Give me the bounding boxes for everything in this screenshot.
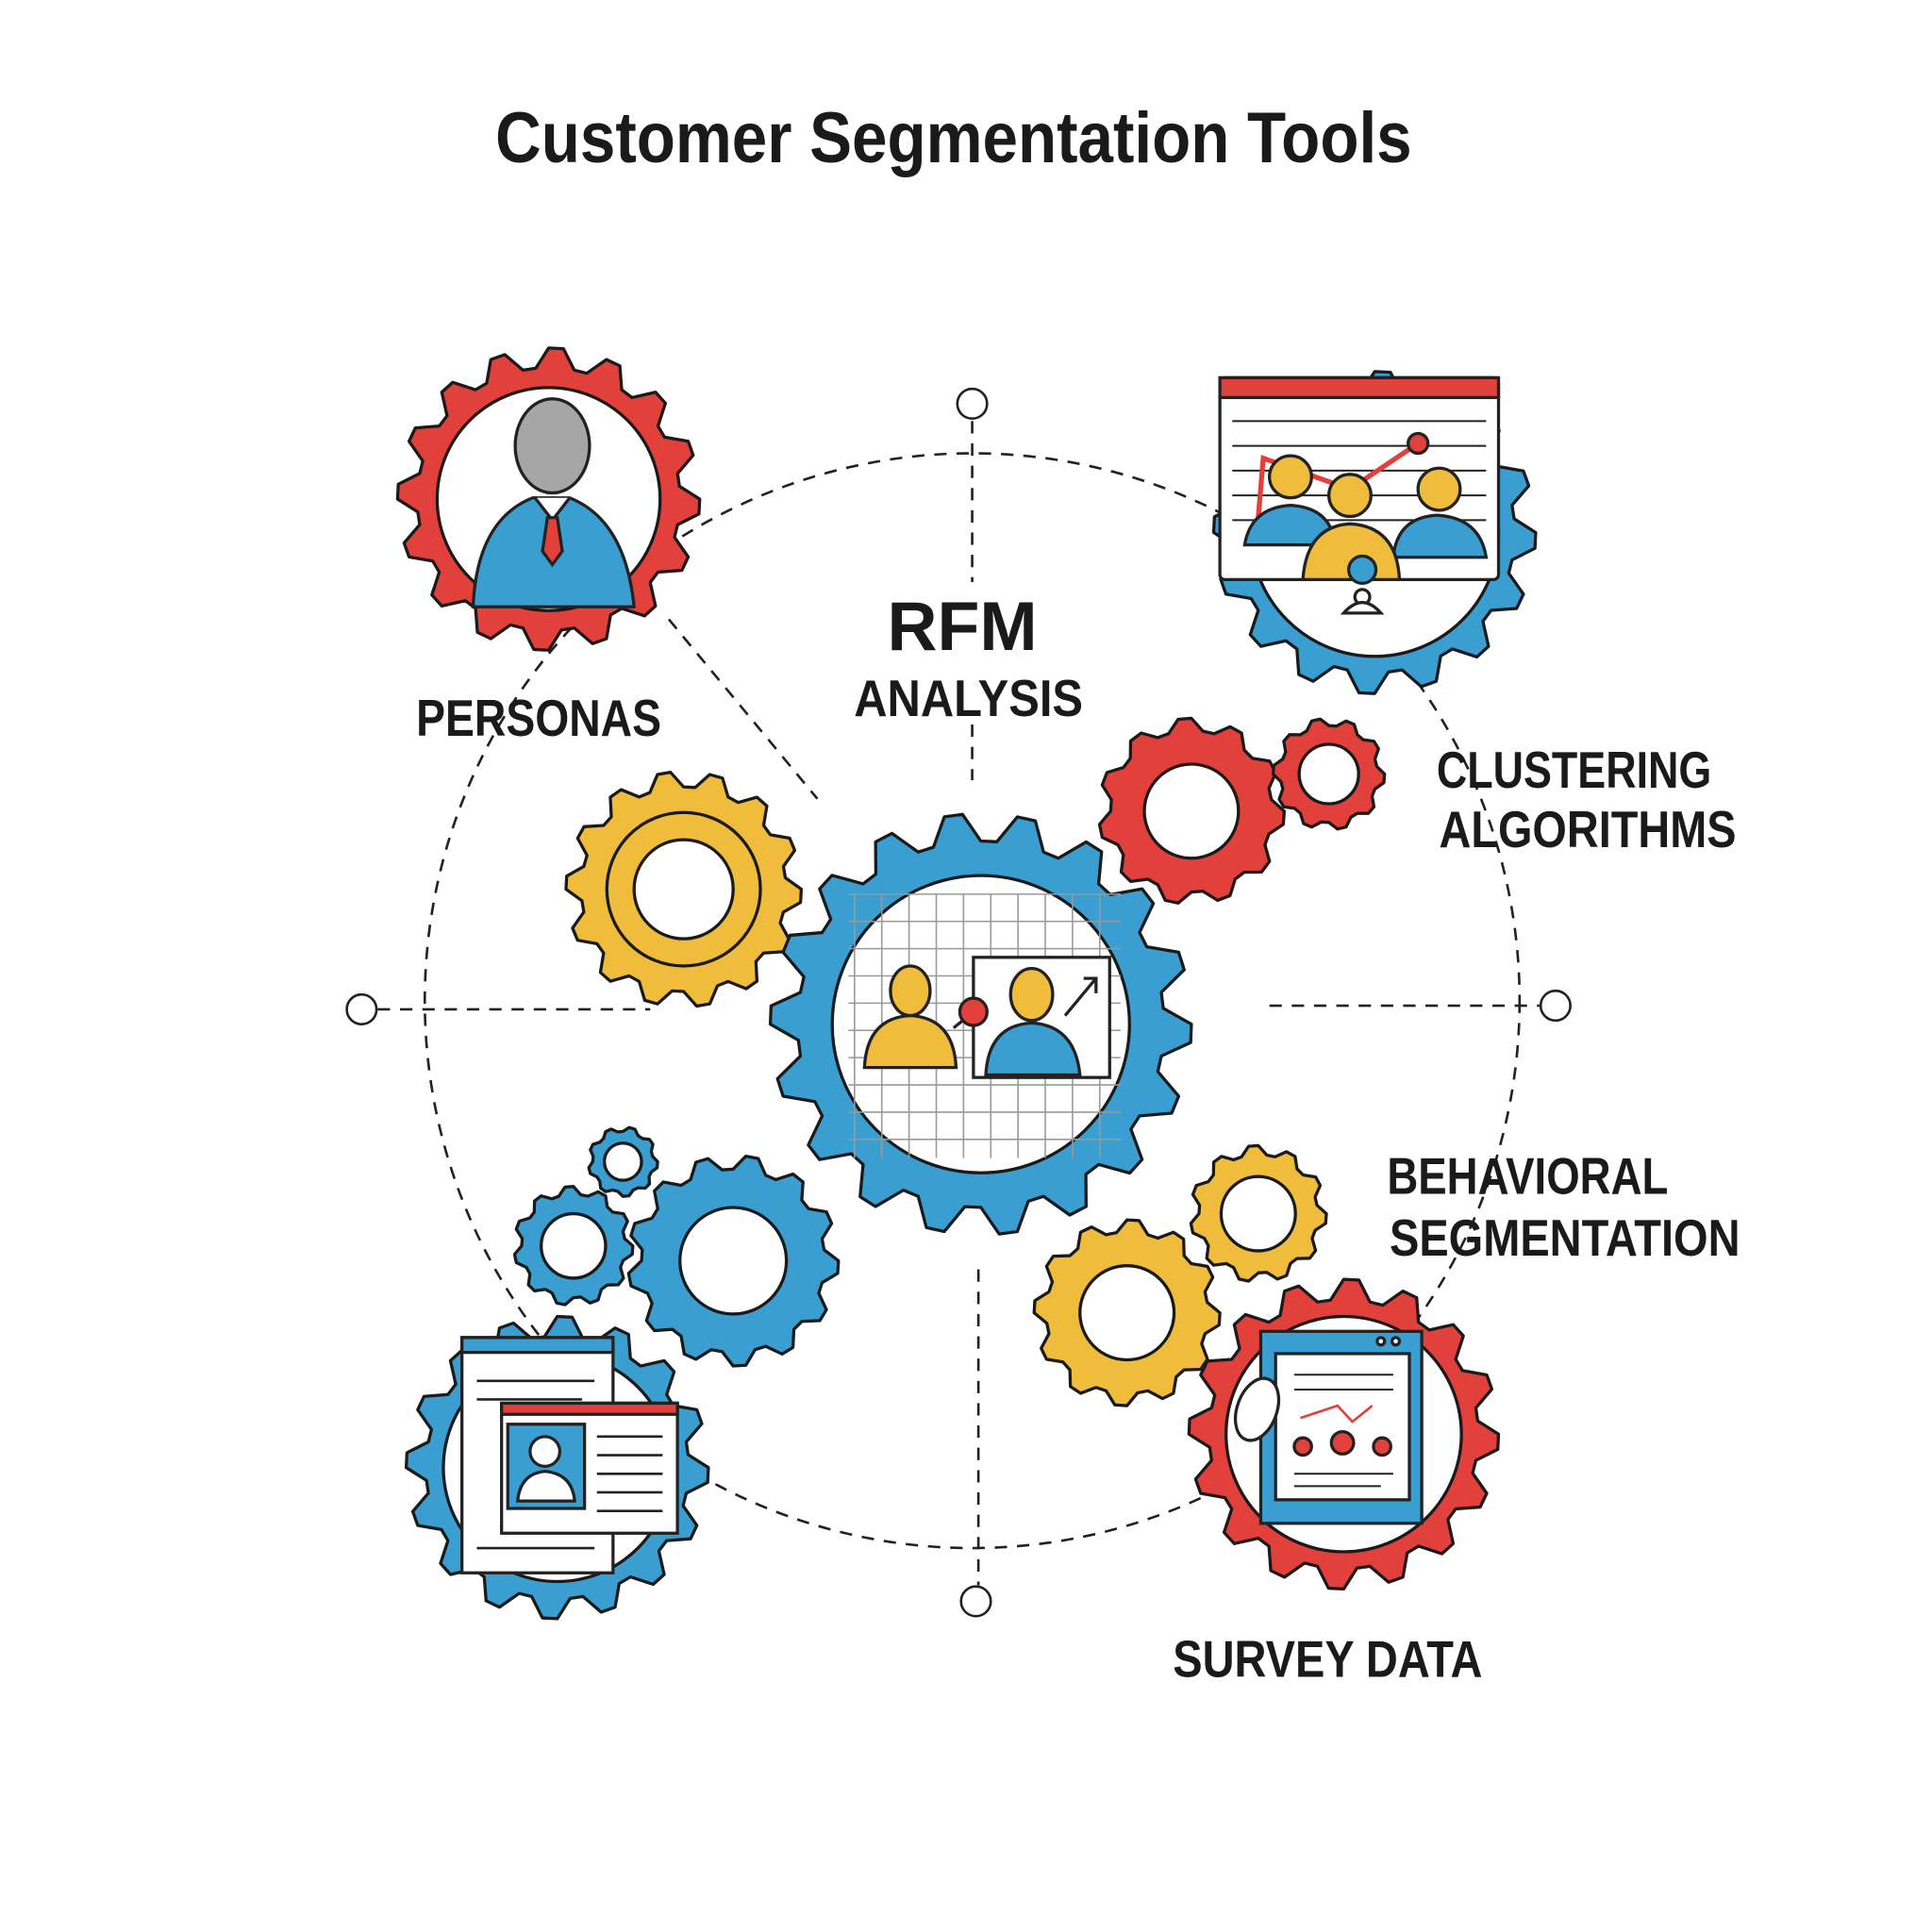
- customer-profile-documents-icon: [460, 1336, 679, 1574]
- gear-blue-small-icon: [512, 1185, 635, 1307]
- diagram-title: Customer Segmentation Tools: [495, 98, 1411, 178]
- label-behavioral: BEHAVIORAL: [1387, 1147, 1668, 1206]
- gear-yellow-small-icon: [1189, 1143, 1328, 1283]
- label-clustering: CLUSTERING: [1437, 741, 1711, 799]
- gear-yellow-medium-icon: [1032, 1218, 1222, 1407]
- gear-yellow-left-icon: [564, 771, 804, 1008]
- survey-window-icon: [1233, 1329, 1424, 1525]
- dashed-orbit: [377, 421, 1540, 1586]
- gear-blue-tiny-icon: [587, 1125, 659, 1198]
- label-rfm: RFM: [887, 587, 1037, 665]
- label-personas: PERSONAS: [416, 689, 661, 747]
- orbit-nodes: [345, 387, 1572, 1618]
- gear-clustering-small-icon: [1271, 717, 1387, 831]
- label-algorithms: ALGORITHMS: [1439, 800, 1736, 858]
- rfm-chart-icon: [848, 893, 1122, 1158]
- gear-blue-medium-icon: [626, 1155, 841, 1368]
- persona-person-icon: [471, 397, 636, 608]
- clustering-window-icon: [1218, 375, 1501, 615]
- gear-clustering-large-icon: [1097, 716, 1287, 905]
- label-survey-data: SURVEY DATA: [1173, 1630, 1482, 1689]
- label-segmentation: SEGMENTATION: [1390, 1208, 1740, 1267]
- label-rfm-analysis: ANALYSIS: [854, 669, 1083, 727]
